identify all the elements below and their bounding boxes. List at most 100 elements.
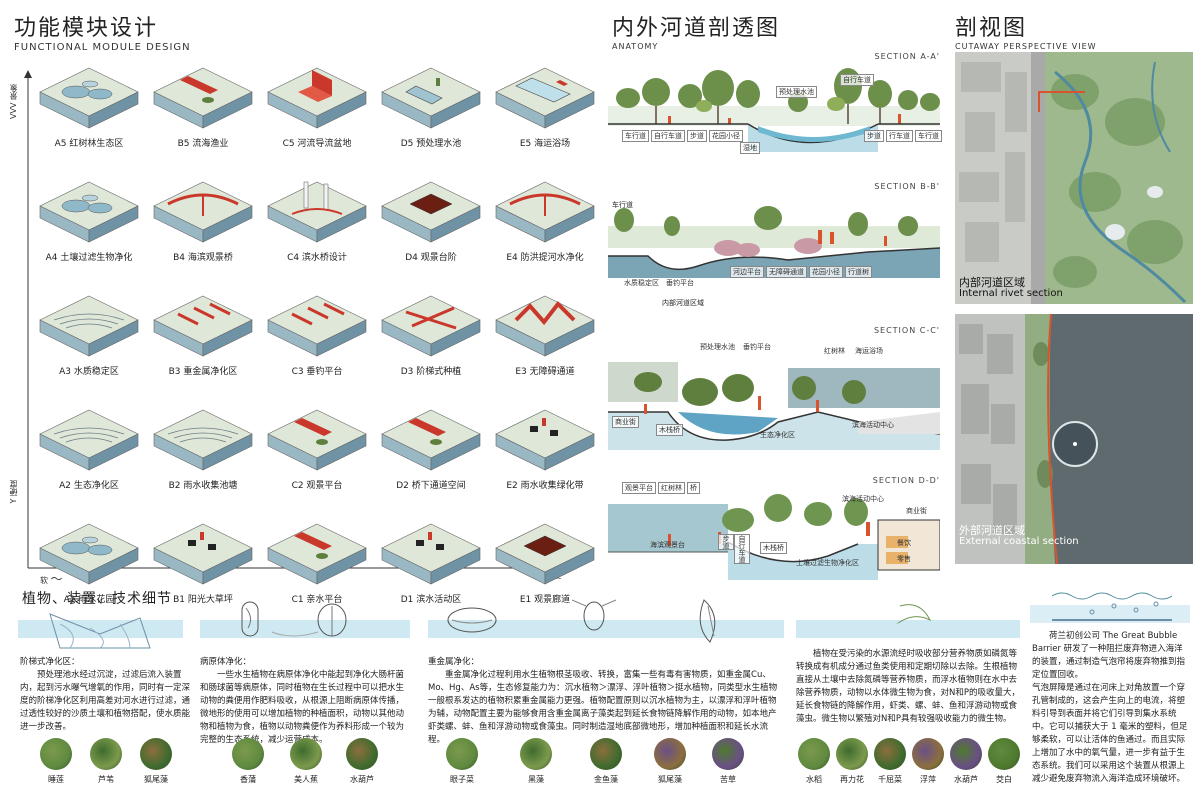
anatomy-header: 内外河道剖透图 ANATOMY	[612, 10, 780, 51]
module-isometric-block	[267, 523, 367, 585]
plant-name: 眼子菜	[450, 775, 474, 784]
section-a-tag: 自行车道	[651, 130, 685, 142]
section-a-tag: 湿地	[740, 142, 760, 154]
section-a: SECTION A-A' 车行道 自行车道 步道 花园小径 湿地 预处理水池 自…	[608, 52, 942, 154]
section-d-tag: 海滨观景台	[650, 541, 685, 549]
section-b-tag: 花园小径	[809, 266, 843, 278]
module-tile-label: A2 生态净化区	[59, 481, 119, 491]
module-tile: E4 防洪提河水净化	[490, 176, 600, 288]
module-tile: B2 雨水收集池塘	[148, 404, 258, 516]
module-isometric-block	[495, 409, 595, 471]
col1-text: 预处理池水经过沉淀，过滤后流入装置内，起到污水曝气增氧的作用，同时有一定深度的阶…	[20, 670, 191, 732]
plant-name: 黑藻	[528, 775, 544, 784]
section-c-tag: 生态净化区	[760, 431, 795, 439]
col3-text: 重金属净化过程利用水生植物根茎吸收、转换，富集一些有毒有害物质，如重金属Cu、M…	[428, 670, 778, 745]
section-c-tag: 红树林	[824, 347, 845, 355]
plant-name: 千屈菜	[878, 775, 902, 784]
section-d-tag: 餐饮	[897, 539, 911, 547]
plant-photo	[874, 738, 906, 770]
section-c-tags-top-right: 红树林 海运浴场	[822, 346, 885, 356]
module-tile-label: B3 重金属净化区	[168, 367, 238, 377]
module-tile-label: C4 滨水桥设计	[287, 253, 347, 263]
cutaway-bottom-label-en: External coastal section	[959, 536, 1079, 547]
module-isometric-block	[153, 181, 253, 243]
section-c-tag: 预处理水池	[700, 343, 735, 351]
module-isometric-block	[39, 409, 139, 471]
module-tile-label: E4 防洪提河水净化	[506, 253, 584, 263]
section-c-tag: 滨海活动中心	[852, 421, 894, 429]
cutaway-bottom-label-zh: 外部河道区域	[959, 524, 1025, 537]
section-b-tag: 水质稳定区	[622, 278, 661, 288]
section-d-tag: 商业街	[906, 507, 927, 515]
module-tile-label: E3 无障碍通道	[515, 367, 575, 377]
module-tile: D3 阶梯式种植	[376, 290, 486, 402]
plant-name: 水葫芦	[350, 775, 374, 784]
band-col5	[1030, 605, 1190, 623]
section-b-tag: 河边平台	[730, 266, 764, 278]
module-tile: E5 海运浴场	[490, 62, 600, 174]
module-tile-label: D2 桥下通道空间	[396, 481, 466, 491]
plant-photo	[40, 738, 72, 770]
module-tile-label: E5 海运浴场	[519, 139, 571, 149]
section-d-tag: 步道	[718, 534, 734, 550]
module-isometric-block	[495, 295, 595, 357]
col2-text: 一些水生植物在病原体净化中能起到净化大肠杆菌和肠球菌等病原体，同时植物在生长过程…	[200, 670, 405, 745]
module-tile: D4 观景台阶	[376, 176, 486, 288]
module-isometric-block	[267, 181, 367, 243]
module-tile-label: A4 土壤过滤生物净化	[45, 253, 133, 263]
module-tile: A2 生态净化区	[34, 404, 144, 516]
col4-text: 植物在受污染的水源流经时吸收部分营养物质如磷氮等转换成有机成分通过鱼类使用和定期…	[796, 649, 1020, 724]
plant-photo	[590, 738, 622, 770]
plant-name: 水葫芦	[954, 775, 978, 784]
module-tile: B4 海滨观景桥	[148, 176, 258, 288]
plant-name: 浮萍	[920, 775, 936, 784]
bubble-barrier-sketch	[1052, 592, 1172, 621]
plant-photo	[290, 738, 322, 770]
internal-river-aerial	[955, 52, 1193, 304]
plant-name: 苦草	[720, 775, 736, 784]
section-d-tag: 木栈桥	[760, 542, 787, 554]
section-a-tag: 步道	[864, 130, 884, 142]
plant-name: 水稻	[806, 775, 822, 784]
section-b-label: SECTION B-B'	[874, 182, 940, 191]
plant-name: 茭白	[996, 775, 1012, 784]
section-b-tag: 行道树	[845, 266, 872, 278]
section-c-tag: 商业街	[612, 416, 639, 428]
module-tile-label: D3 阶梯式种植	[400, 367, 462, 377]
plant-name: 狐尾藻	[144, 775, 168, 784]
plant-photo	[140, 738, 172, 770]
module-tile-label: E2 雨水收集绿化带	[506, 481, 584, 491]
band-col3	[428, 620, 784, 638]
module-tile-label: B1 阳光大草坪	[173, 595, 233, 605]
section-a-tag: 步道	[687, 130, 707, 142]
plant-photo	[988, 738, 1020, 770]
module-header: 功能模块设计 FUNCTIONAL MODULE DESIGN	[14, 10, 191, 53]
plant-photo	[346, 738, 378, 770]
plant-photo	[446, 738, 478, 770]
module-isometric-block	[153, 523, 253, 585]
module-tile: A5 红树林生态区	[34, 62, 144, 174]
section-c-tag: 垂钓平台	[743, 343, 771, 351]
plant-name: 金鱼藻	[594, 775, 618, 784]
module-isometric-block	[39, 523, 139, 585]
module-tile: D5 预处理水池	[376, 62, 486, 174]
module-tile: C2 观景平台	[262, 404, 372, 516]
col1-heading: 阶梯式净化区：	[20, 657, 80, 667]
module-isometric-block	[153, 295, 253, 357]
section-b-tag: 车行道	[612, 201, 633, 209]
plant-name: 美人蕉	[294, 775, 318, 784]
cutaway-top-label-en: Internal rivet section	[959, 288, 1063, 299]
module-tile: A1 雨水花园	[34, 518, 144, 630]
module-tile-label: C1 亲水平台	[291, 595, 343, 605]
module-tile-label: D5 预处理水池	[400, 139, 462, 149]
module-tile-label: D4 观景台阶	[405, 253, 457, 263]
section-c-tag: 木栈桥	[656, 424, 683, 436]
module-tile-label: A5 红树林生态区	[54, 139, 124, 149]
module-isometric-block	[495, 523, 595, 585]
module-tile: C3 垂钓平台	[262, 290, 372, 402]
section-d-tags-top: 观景平台 红树林 桥	[622, 482, 700, 494]
microorganism-sketch	[241, 601, 347, 637]
module-tile-label: B2 雨水收集池塘	[168, 481, 238, 491]
col2-heading: 病原体净化：	[200, 657, 252, 667]
section-a-tag: 行车道	[886, 130, 913, 142]
